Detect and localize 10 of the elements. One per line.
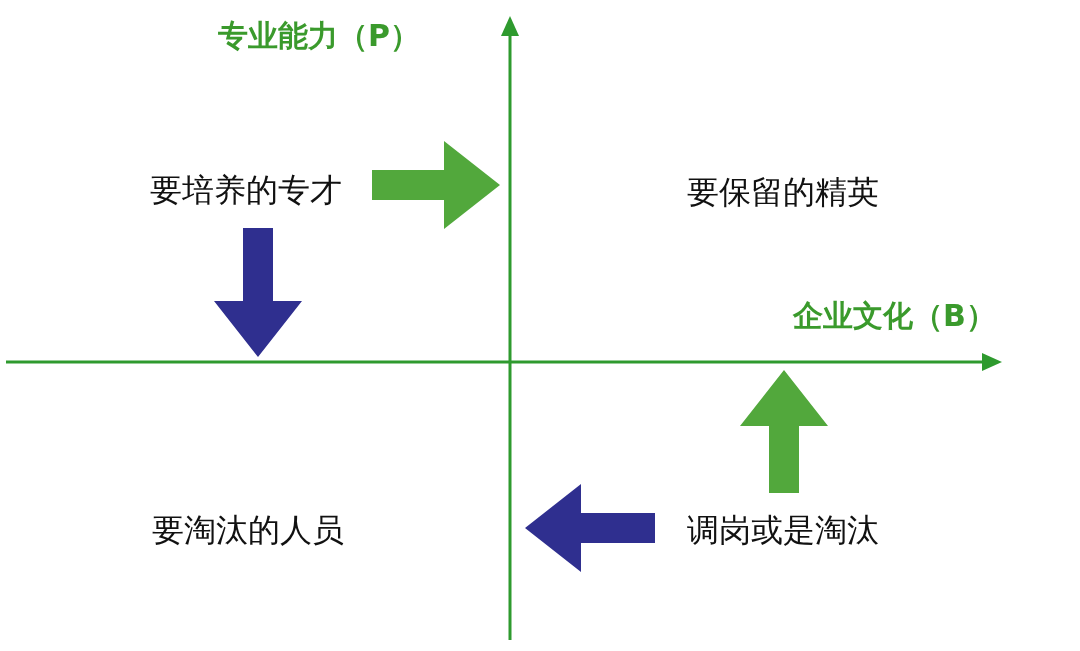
block-arrow [740,370,828,493]
block-arrow [525,484,655,572]
quadrant-label: 要淘汰的人员 [152,510,344,550]
quadrant-label: 要保留的精英 [687,172,879,212]
block-arrow [372,141,500,229]
block-arrow [214,228,302,357]
axis-title: 专业能力（P） [218,18,420,54]
quadrant-label: 调岗或是淘汰 [687,510,879,550]
axis-title: 企业文化（B） [793,298,996,334]
quadrant-label: 要培养的专才 [150,170,342,210]
